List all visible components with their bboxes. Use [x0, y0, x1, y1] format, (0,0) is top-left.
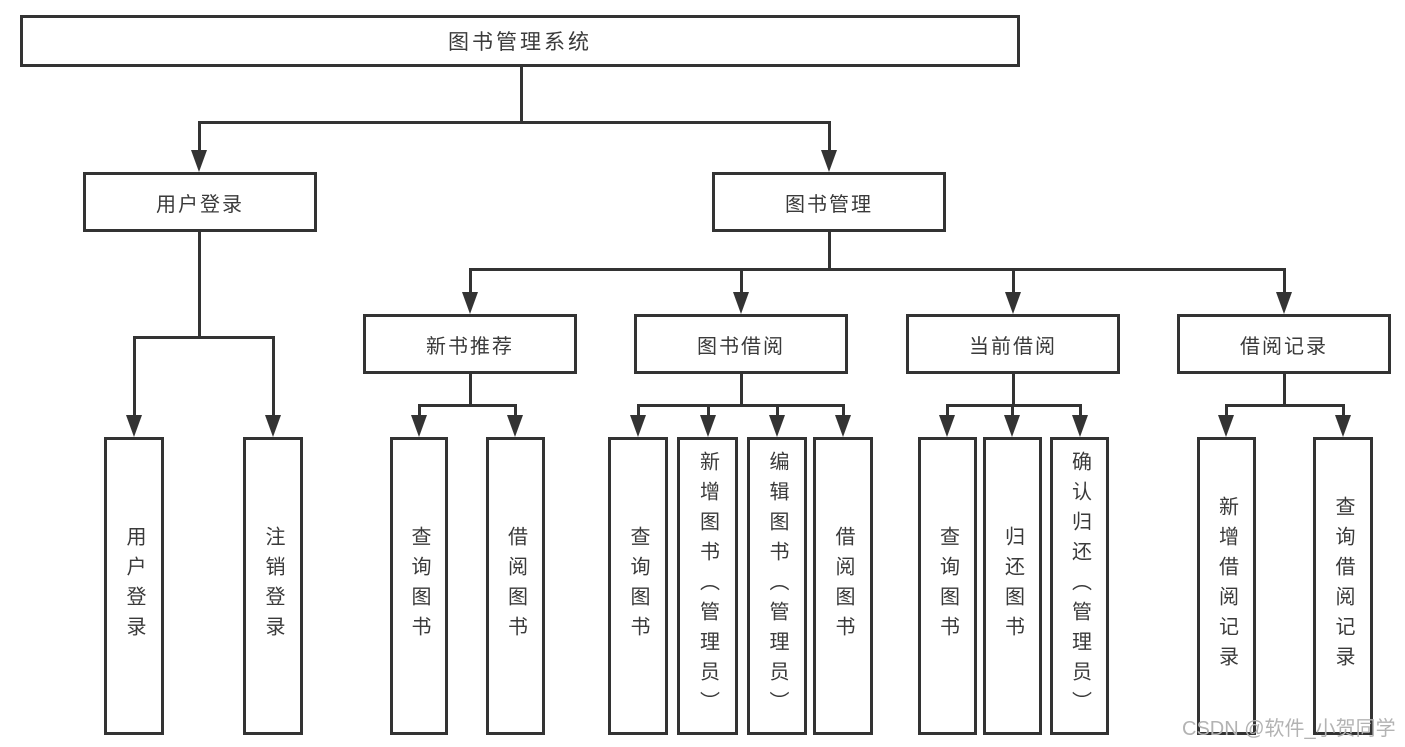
arrowhead-cb-query — [939, 415, 955, 437]
arrowhead-br-query — [1335, 415, 1351, 437]
connector-drop-bb-edit — [776, 404, 779, 417]
connector-book-mgmt-stem — [828, 232, 831, 270]
arrowhead-cb-return — [1004, 415, 1020, 437]
connector-drop-cb-query — [946, 404, 949, 417]
arrowhead-leaf-logout — [265, 415, 281, 437]
arrowhead-nbr-query — [411, 415, 427, 437]
arrowhead-bb-query — [630, 415, 646, 437]
connector-drop-borrow-record — [1283, 268, 1286, 294]
connector-drop-br-add — [1225, 404, 1228, 417]
connector-drop-leaf-logout — [272, 336, 275, 416]
node-leaf-nbr-query-book: 查询图书 — [390, 437, 448, 735]
connector-drop-new-book-rec — [469, 268, 472, 294]
connector-drop-nbr-borrow — [514, 404, 517, 417]
node-leaf-bb-borrow-book: 借阅图书 — [813, 437, 873, 735]
arrowhead-bb-borrow — [835, 415, 851, 437]
connector-drop-cb-return — [1011, 404, 1014, 417]
node-system: 图书管理系统 — [20, 15, 1020, 67]
node-leaf-cb-confirm-return: 确认归还（管理员） — [1050, 437, 1109, 735]
node-book-mgmt-label: 图书管理 — [785, 193, 873, 216]
csdn-watermark: CSDN @软件_小贺同学 — [1182, 718, 1396, 740]
arrowhead-bb-add — [700, 415, 716, 437]
node-leaf-nbr-borrow-book: 借阅图书 — [486, 437, 545, 735]
connector-drop-book-mgmt — [828, 121, 831, 152]
node-leaf-br-query-record-label: 查询借阅记录 — [1332, 496, 1354, 676]
node-user-login-label: 用户登录 — [156, 193, 244, 216]
arrowhead-book-mgmt — [821, 150, 837, 172]
node-leaf-logout-label: 注销登录 — [262, 526, 284, 646]
connector-drop-current-borrow — [1012, 268, 1015, 294]
node-current-borrow-label: 当前借阅 — [969, 335, 1057, 358]
node-leaf-br-add-record: 新增借阅记录 — [1197, 437, 1256, 735]
connector-drop-leaf-user-login — [133, 336, 136, 416]
node-leaf-cb-query-book: 查询图书 — [918, 437, 977, 735]
connector-drop-user-login — [198, 121, 201, 152]
node-leaf-bb-edit-book: 编辑图书（管理员） — [747, 437, 807, 735]
node-current-borrow: 当前借阅 — [906, 314, 1120, 374]
connector-drop-bb-query — [637, 404, 640, 417]
node-leaf-bb-add-book: 新增图书（管理员） — [677, 437, 738, 735]
node-system-label: 图书管理系统 — [448, 31, 592, 54]
connector-new-book-rec-bar — [418, 404, 517, 407]
arrowhead-new-book-rec — [462, 292, 478, 314]
node-leaf-br-add-record-label: 新增借阅记录 — [1215, 496, 1238, 676]
connector-drop-book-borrow — [740, 268, 743, 294]
node-leaf-bb-borrow-book-label: 借阅图书 — [832, 526, 854, 646]
node-leaf-bb-add-book-label: 新增图书（管理员） — [696, 451, 719, 721]
node-leaf-cb-query-book-label: 查询图书 — [936, 526, 959, 646]
node-borrow-record-label: 借阅记录 — [1240, 335, 1328, 358]
node-book-borrow: 图书借阅 — [634, 314, 848, 374]
node-leaf-cb-confirm-return-label: 确认归还（管理员） — [1068, 451, 1091, 721]
connector-drop-br-query — [1342, 404, 1345, 417]
node-borrow-record: 借阅记录 — [1177, 314, 1391, 374]
arrowhead-leaf-user-login — [126, 415, 142, 437]
connector-drop-bb-add — [707, 404, 710, 417]
connector-book-borrow-stem — [740, 374, 743, 406]
node-leaf-br-query-record: 查询借阅记录 — [1313, 437, 1373, 735]
arrowhead-user-login — [191, 150, 207, 172]
connector-user-login-stem — [198, 232, 201, 338]
node-leaf-bb-query-book: 查询图书 — [608, 437, 668, 735]
arrowhead-br-add — [1218, 415, 1234, 437]
node-leaf-bb-query-book-label: 查询图书 — [627, 526, 649, 646]
connector-user-login-bar — [133, 336, 275, 339]
arrowhead-nbr-borrow — [507, 415, 523, 437]
arrowhead-bb-edit — [769, 415, 785, 437]
arrowhead-current-borrow — [1005, 292, 1021, 314]
connector-book-mgmt-bar — [469, 268, 1286, 271]
connector-drop-bb-borrow — [842, 404, 845, 417]
arrowhead-cb-confirm — [1072, 415, 1088, 437]
node-new-book-rec: 新书推荐 — [363, 314, 577, 374]
connector-new-book-rec-stem — [469, 374, 472, 406]
arrowhead-borrow-record — [1276, 292, 1292, 314]
node-leaf-logout: 注销登录 — [243, 437, 303, 735]
connector-book-borrow-bar — [637, 404, 845, 407]
node-book-borrow-label: 图书借阅 — [697, 335, 785, 358]
node-leaf-bb-edit-book-label: 编辑图书（管理员） — [766, 451, 788, 721]
node-leaf-nbr-borrow-book-label: 借阅图书 — [504, 526, 527, 646]
node-leaf-user-login-label: 用户登录 — [123, 526, 145, 646]
connector-borrow-record-stem — [1283, 374, 1286, 406]
arrowhead-book-borrow — [733, 292, 749, 314]
node-leaf-user-login: 用户登录 — [104, 437, 164, 735]
node-leaf-cb-return-book: 归还图书 — [983, 437, 1042, 735]
connector-system-bar — [198, 121, 831, 124]
connector-drop-nbr-query — [418, 404, 421, 417]
connector-current-borrow-bar — [946, 404, 1082, 407]
connector-drop-cb-confirm — [1079, 404, 1082, 417]
connector-borrow-record-bar — [1225, 404, 1345, 407]
node-user-login: 用户登录 — [83, 172, 317, 232]
node-leaf-cb-return-book-label: 归还图书 — [1001, 526, 1024, 646]
node-leaf-nbr-query-book-label: 查询图书 — [408, 526, 430, 646]
node-new-book-rec-label: 新书推荐 — [426, 335, 514, 358]
connector-system-stem — [520, 67, 523, 123]
connector-current-borrow-stem — [1012, 374, 1015, 406]
node-book-mgmt: 图书管理 — [712, 172, 946, 232]
